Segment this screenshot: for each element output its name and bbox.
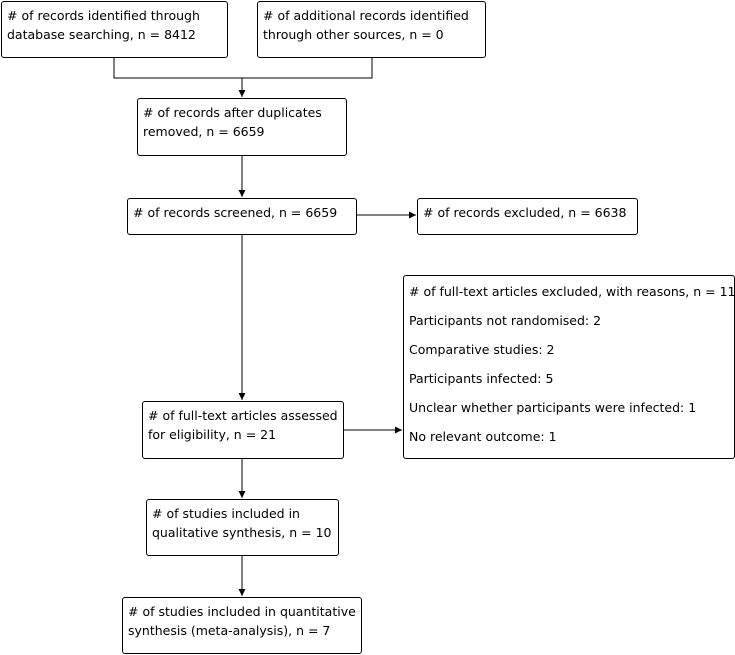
box-text-line: qualitative synthesis, n = 10 [152, 525, 332, 540]
box-text-line: database searching, n = 8412 [7, 27, 196, 42]
box-records-excluded: # of records excluded, n = 6638 [417, 198, 638, 235]
box-fulltext-excluded: # of full-text articles excluded, with r… [403, 275, 735, 459]
box-fulltext-assessed: # of full-text articles assessed for eli… [142, 401, 344, 459]
exclusion-reason: Participants infected: 5 [409, 371, 554, 386]
box-text-line: # of records screened, n = 6659 [133, 205, 338, 220]
exclusion-reason: Unclear whether participants were infect… [409, 400, 697, 415]
box-records-screened: # of records screened, n = 6659 [127, 198, 357, 235]
box-identified-database: # of records identified through database… [1, 1, 228, 58]
box-text-line: # of studies included in quantitative [128, 604, 356, 619]
exclusion-reason: No relevant outcome: 1 [409, 429, 557, 444]
connector-identified-db [113, 58, 242, 79]
box-text-line: synthesis (meta-analysis), n = 7 [128, 623, 331, 638]
exclusion-reason: Participants not randomised: 2 [409, 313, 602, 328]
exclusion-reason: Comparative studies: 2 [409, 342, 555, 357]
box-text-line: removed, n = 6659 [143, 124, 265, 139]
box-text-line: through other sources, n = 0 [263, 27, 444, 42]
box-text-line: # of studies included in [152, 506, 300, 521]
box-text-line: # of records excluded, n = 6638 [423, 205, 627, 220]
box-text-line: # of records after duplicates [143, 105, 322, 120]
box-qualitative-synthesis: # of studies included in qualitative syn… [146, 499, 339, 556]
box-text-line: # of additional records identified [263, 8, 469, 23]
box-title: # of full-text articles excluded, with r… [409, 284, 735, 299]
box-text-line: for eligibility, n = 21 [148, 427, 277, 442]
box-after-duplicates: # of records after duplicates removed, n… [137, 98, 347, 156]
connector-identified-other [242, 58, 373, 79]
box-text-line: # of full-text articles assessed [148, 408, 338, 423]
box-identified-other-sources: # of additional records identified throu… [257, 1, 486, 58]
box-text-line: # of records identified through [7, 8, 200, 23]
box-quantitative-synthesis: # of studies included in quantitative sy… [122, 597, 362, 654]
